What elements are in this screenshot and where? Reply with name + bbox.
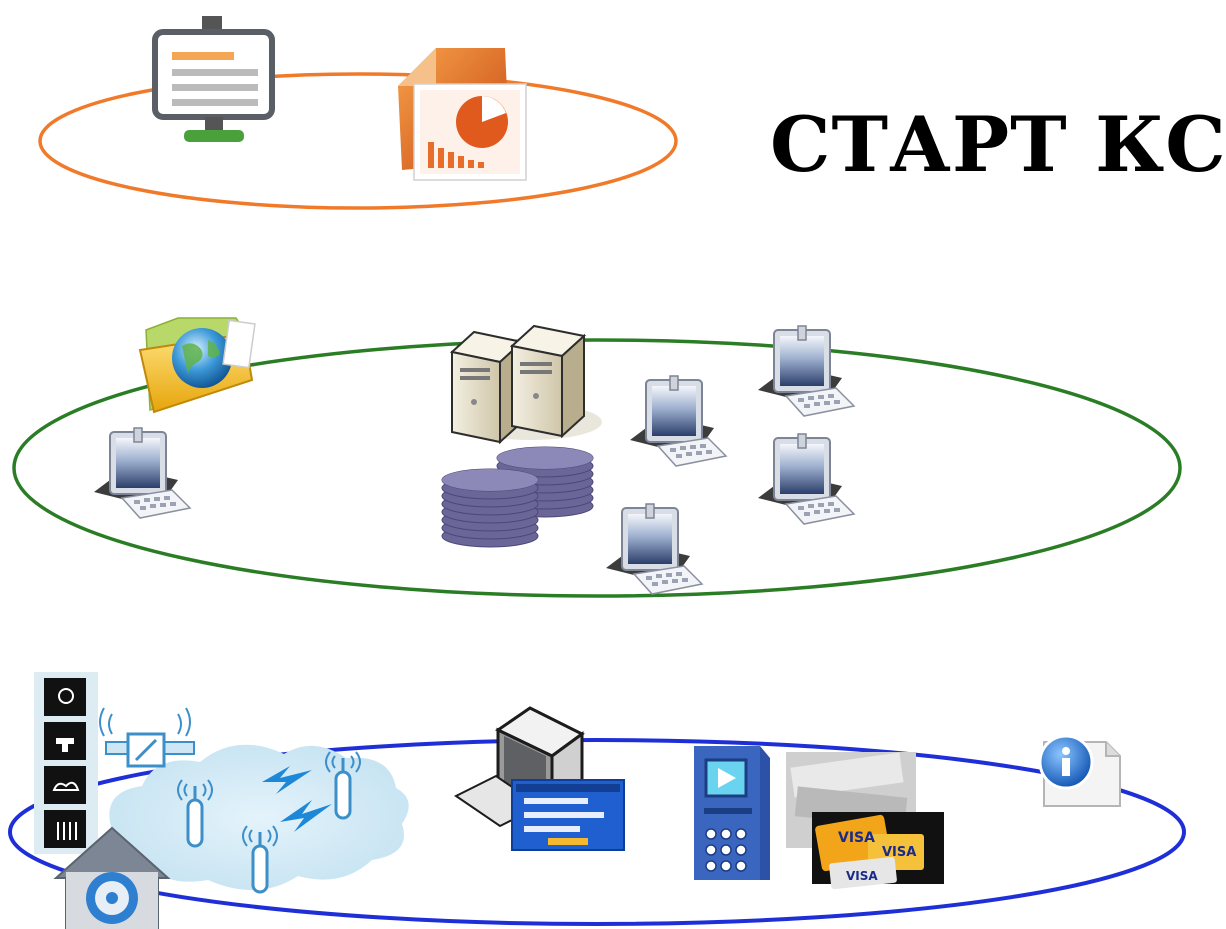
water-meter-icon xyxy=(99,707,195,768)
wireless-network-icon xyxy=(109,744,409,894)
visa-logo-1: VISA xyxy=(838,830,875,846)
page-title: СТАРТ КС xyxy=(770,100,1226,189)
bottom-ring xyxy=(8,738,1186,926)
powerpoint-icon xyxy=(398,48,527,181)
smart-home-sensors-icon xyxy=(34,672,195,929)
client-computer-icon xyxy=(757,325,855,417)
client-computer-icon xyxy=(93,427,191,519)
network-folder-icon xyxy=(138,317,256,414)
atm-icon xyxy=(694,746,770,880)
database-stack-icon xyxy=(441,446,594,548)
visa-logo-3: VISA xyxy=(846,869,878,883)
top-ring xyxy=(38,72,678,210)
client-computer-icon xyxy=(605,503,703,595)
presentation-board-icon xyxy=(152,16,275,142)
web-terminal-icon xyxy=(454,706,625,851)
bank-cards-icon: VISA VISA VISA xyxy=(786,752,944,890)
middle-ring xyxy=(12,338,1182,598)
visa-logo-2: VISA xyxy=(882,845,916,860)
client-computer-icon xyxy=(629,375,727,467)
info-document-icon xyxy=(1038,734,1121,807)
server-pair-icon xyxy=(449,324,602,445)
client-computer-icon xyxy=(757,433,855,525)
